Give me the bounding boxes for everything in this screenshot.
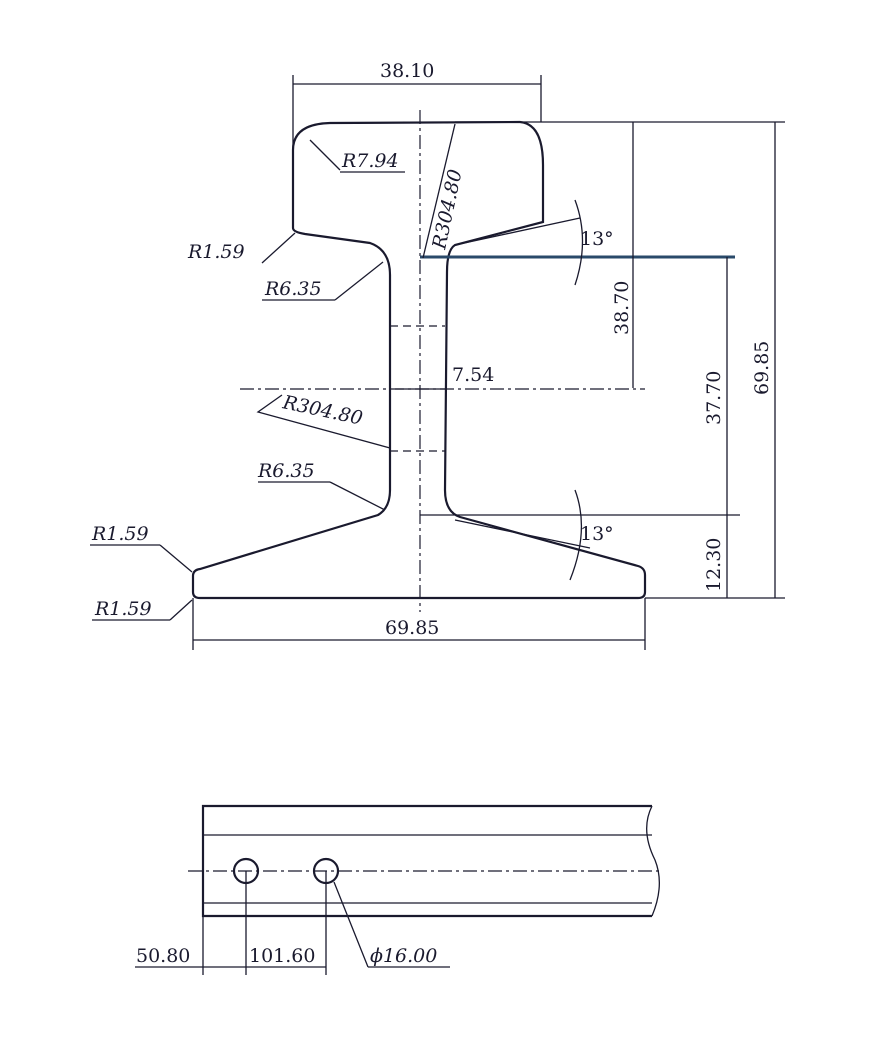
hole-diameter-label: ϕ16.00 bbox=[370, 945, 437, 967]
web-thickness-label: 7.54 bbox=[452, 364, 494, 386]
end-distance-label: 50.80 bbox=[136, 945, 190, 967]
dimension-lines bbox=[90, 75, 785, 650]
foot-angle-label: 13° bbox=[580, 523, 614, 545]
head-height-label: 38.70 bbox=[611, 281, 633, 335]
head-web-fillet-label: R6.35 bbox=[264, 278, 322, 300]
foot-fillet-bottom-label: R1.59 bbox=[94, 598, 152, 620]
foot-height-label: 12.30 bbox=[703, 538, 725, 592]
head-fillet-label: R1.59 bbox=[187, 241, 245, 263]
head-radius-label: R7.94 bbox=[341, 150, 399, 172]
foot-fillet-top-label: R1.59 bbox=[91, 523, 149, 545]
head-width-label: 38.10 bbox=[380, 60, 434, 82]
foot-width-label: 69.85 bbox=[385, 617, 439, 639]
head-angle-label: 13° bbox=[580, 228, 614, 250]
total-height-label: 69.85 bbox=[751, 341, 773, 395]
rail-side-view bbox=[135, 804, 662, 975]
web-height-label: 37.70 bbox=[703, 371, 725, 425]
web-radius-label: R304.80 bbox=[280, 391, 365, 430]
foot-web-fillet-label: R6.35 bbox=[257, 460, 315, 482]
rail-profile bbox=[191, 120, 647, 600]
hole-spacing-label: 101.60 bbox=[249, 945, 315, 967]
